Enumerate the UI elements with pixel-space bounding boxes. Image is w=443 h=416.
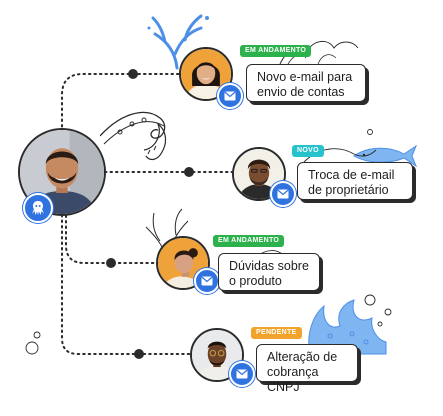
- connector-dot: [184, 167, 194, 177]
- mail-icon: [194, 268, 220, 294]
- connector-dot: [134, 349, 144, 359]
- status-badge: EM ANDAMENTO: [240, 45, 312, 57]
- mail-icon: [229, 361, 255, 387]
- octopus-icon: [23, 193, 53, 223]
- tentacle-sketch: [100, 111, 166, 145]
- ticket-title: Dúvidas sobre o produto: [229, 259, 309, 288]
- ticket-title: Troca de e-mail de proprietário: [308, 168, 395, 197]
- ticket-title: Novo e-mail para envio de contas: [257, 70, 353, 99]
- status-badge: PENDENTE: [251, 327, 302, 339]
- bubbles-sketch: [364, 294, 392, 327]
- swirl-sketch: [303, 129, 377, 163]
- ticket-card[interactable]: Troca de e-mail de proprietário: [297, 162, 413, 200]
- coral-blue-bottom: [308, 299, 387, 355]
- bubbles-left-sketch: [25, 331, 41, 355]
- ticket-card[interactable]: Alteração de cobrança CNPJ: [256, 344, 358, 394]
- status-badge: EM ANDAMENTO: [213, 235, 285, 247]
- customer-avatar: [232, 147, 286, 201]
- ticket-title: Alteração de cobrança CNPJ: [267, 350, 338, 394]
- connector-dot: [106, 258, 116, 268]
- tentacle-tip-sketch: [143, 122, 167, 161]
- mail-icon: [217, 83, 243, 109]
- ticket-card[interactable]: Novo e-mail para envio de contas: [246, 64, 366, 102]
- status-badge: NOVO: [292, 145, 324, 157]
- ticket-card[interactable]: Dúvidas sobre o produto: [218, 253, 320, 291]
- fish-sketch: [353, 144, 418, 168]
- coral-blue-top: [147, 14, 209, 70]
- connector-dot: [128, 69, 138, 79]
- mail-icon: [270, 181, 296, 207]
